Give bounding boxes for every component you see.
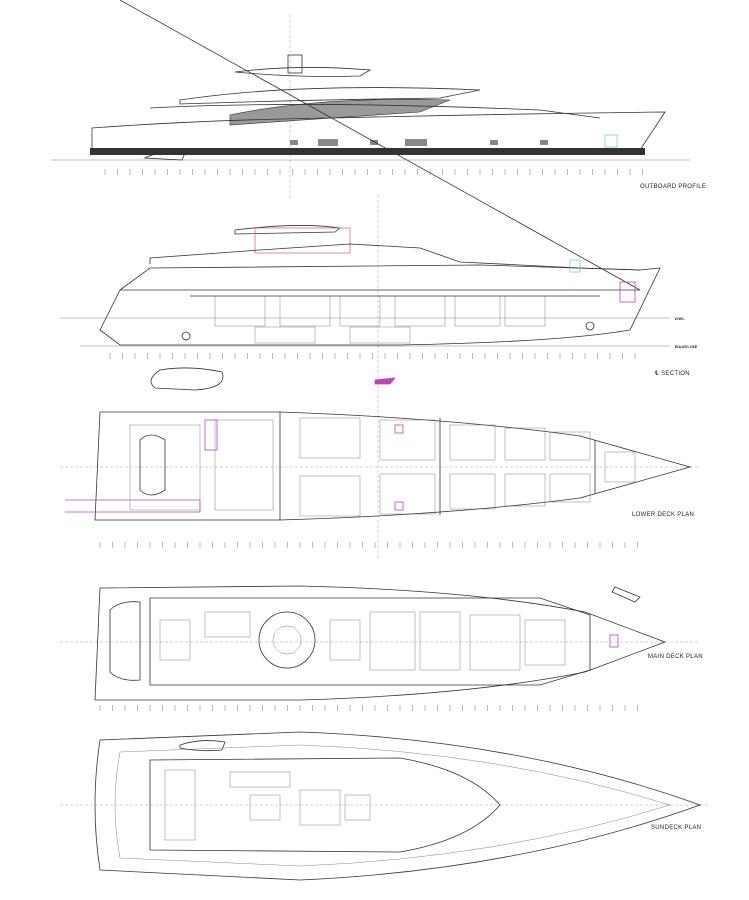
outboard-profile-view bbox=[50, 15, 690, 200]
outboard-profile-label: OUTBOARD PROFILE bbox=[640, 184, 707, 190]
section-label: ℄ SECTION bbox=[655, 371, 690, 377]
station-tick-rows bbox=[99, 169, 643, 711]
sundeck-plan-label: SUNDECK PLAN bbox=[651, 825, 702, 831]
lower-deck-plan-view bbox=[60, 367, 700, 521]
main-deck-plan-label: MAIN DECK PLAN bbox=[648, 654, 703, 660]
baseline-label: BASELINE bbox=[675, 344, 698, 349]
lower-deck-plan-label: LOWER DECK PLAN bbox=[632, 512, 695, 518]
section-view bbox=[60, 0, 670, 560]
dwl-label: DWL bbox=[675, 316, 686, 321]
sundeck-plan-view bbox=[60, 731, 710, 881]
main-deck-plan-view bbox=[60, 585, 700, 701]
